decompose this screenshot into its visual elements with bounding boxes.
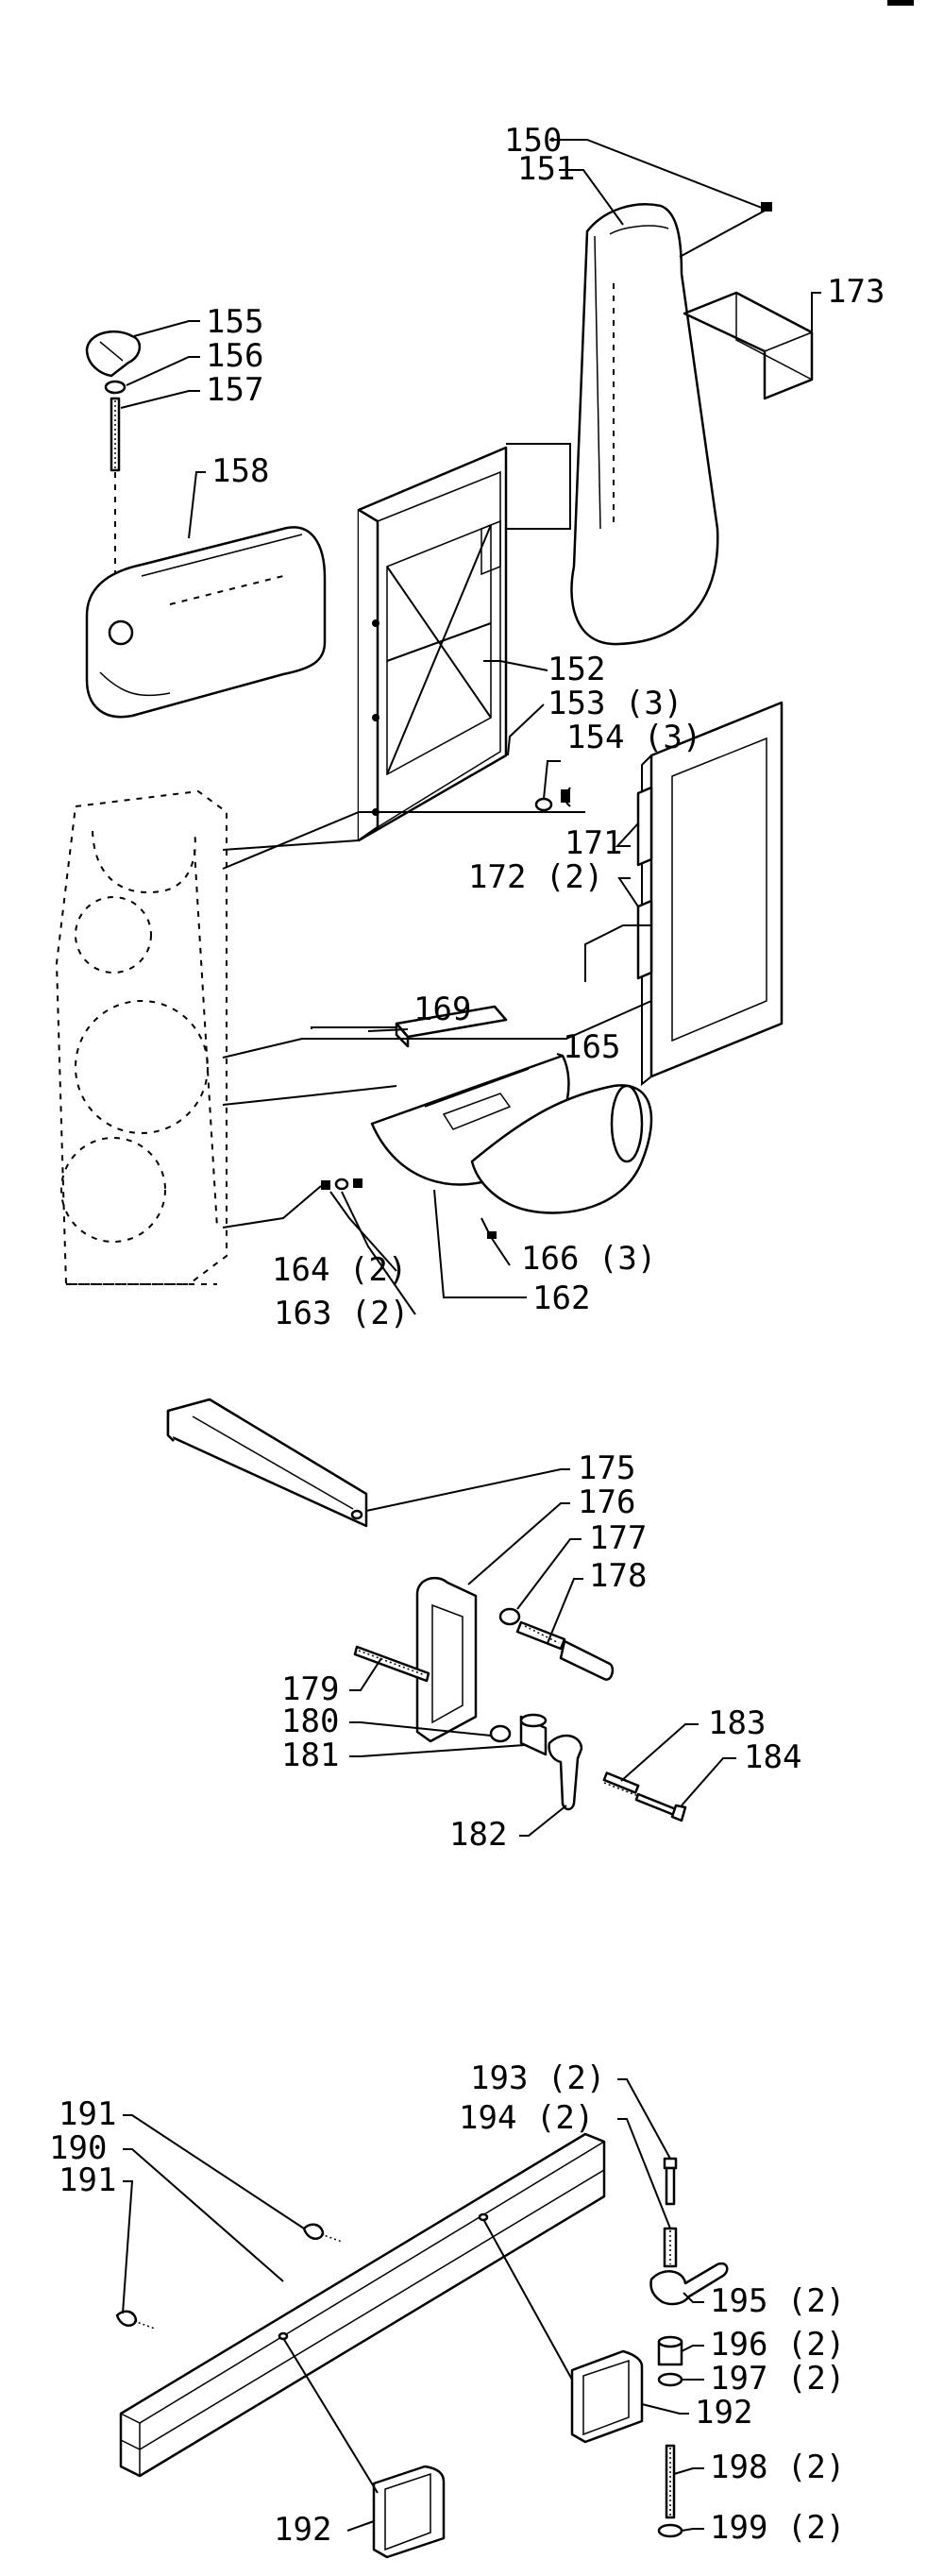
callout-190: 190 [49, 2129, 107, 2167]
bolt-157 [110, 397, 121, 472]
callout-183: 183 [708, 1704, 766, 1742]
callout-179: 179 [281, 1670, 339, 1708]
callout-157: 157 [206, 371, 263, 409]
washer-180 [489, 1724, 512, 1743]
callout-182: 182 [449, 1816, 507, 1854]
page-corner-mark [887, 0, 914, 6]
callout-195: 195 (2) [710, 2282, 845, 2320]
washer-197 [657, 2372, 683, 2387]
callout-153: 153 (3) [548, 685, 683, 722]
bolt-184 [634, 1792, 687, 1822]
callout-labels: 150 151 173 155 156 157 158 152 153 (3) … [49, 122, 885, 2549]
saw-frame-outline [55, 789, 228, 1285]
callout-191-bottom: 191 [59, 2161, 116, 2199]
callout-151: 151 [517, 150, 575, 188]
screws-166 [480, 1217, 497, 1239]
spring-194 [663, 2227, 678, 2268]
knob-rod-178 [515, 1620, 615, 1681]
callout-192-right: 192 [695, 2394, 752, 2432]
callout-198: 198 (2) [710, 2449, 845, 2486]
lever-195 [649, 2262, 729, 2306]
callout-196: 196 (2) [710, 2326, 845, 2364]
callout-191-top: 191 [59, 2095, 116, 2133]
callout-172: 172 (2) [468, 858, 603, 896]
bracket-173 [683, 291, 814, 400]
bushing-196 [657, 2335, 683, 2366]
callout-193: 193 (2) [470, 2059, 605, 2097]
screw-191-upper [302, 2223, 343, 2243]
upper-wheel-cover-158 [85, 526, 327, 719]
callout-166: 166 (3) [521, 1240, 656, 1278]
callout-158: 158 [211, 452, 269, 490]
screw-154-washer-153 [534, 789, 571, 812]
callout-156: 156 [206, 337, 263, 375]
hinge-172 [636, 786, 653, 980]
guard-frame-152 [357, 446, 508, 842]
callout-177: 177 [589, 1519, 647, 1557]
callout-171: 171 [565, 824, 622, 862]
callout-197: 197 (2) [710, 2360, 845, 2398]
washer-156 [104, 380, 126, 395]
bolt-193 [663, 2157, 678, 2206]
screw-150 [679, 202, 772, 258]
callout-162: 162 [532, 1280, 590, 1317]
callout-180: 180 [281, 1703, 339, 1740]
leader-lines-bottom [122, 2078, 704, 2532]
washer-177 [498, 1607, 521, 1626]
callout-150: 150 [504, 122, 562, 160]
dust-chute-162 [470, 1084, 653, 1214]
spring-183 [602, 1771, 640, 1797]
door-panel-171 [641, 701, 784, 1087]
callout-155: 155 [206, 303, 263, 341]
leader-lines-top [120, 139, 821, 1315]
bracket-176 [415, 1576, 478, 1743]
leader-lines-middle [349, 1468, 736, 1837]
clamp-bracket-192-lower [372, 2465, 446, 2559]
callout-192-left: 192 [274, 2511, 331, 2549]
bushing-181 [519, 1713, 548, 1756]
callout-154: 154 (3) [566, 719, 701, 756]
callout-163: 163 (2) [274, 1295, 409, 1332]
callout-165: 165 [563, 1028, 620, 1066]
callout-178: 178 [589, 1557, 647, 1595]
callout-184: 184 [744, 1738, 801, 1776]
callout-194: 194 (2) [459, 2099, 594, 2137]
screw-191-lower [115, 2310, 156, 2330]
threaded-rod-179 [353, 1645, 430, 1683]
fence-175 [166, 1398, 368, 1528]
callout-175: 175 [578, 1449, 635, 1487]
knob-155 [85, 330, 141, 378]
clamp-bracket-192-upper [570, 2349, 644, 2444]
blade-guard-shell-151 [570, 203, 719, 646]
callout-176: 176 [578, 1483, 635, 1521]
washer-199 [657, 2523, 683, 2538]
callout-181: 181 [281, 1737, 339, 1774]
bracket-169 [395, 1005, 508, 1048]
threaded-rod-198 [665, 2444, 676, 2519]
callout-173: 173 [827, 273, 885, 311]
screws-163-164 [321, 1178, 362, 1191]
callout-152: 152 [548, 651, 605, 688]
callout-169: 169 [413, 991, 471, 1028]
callout-164: 164 (2) [272, 1251, 407, 1289]
lever-182 [548, 1734, 583, 1811]
callout-199: 199 (2) [710, 2509, 845, 2547]
